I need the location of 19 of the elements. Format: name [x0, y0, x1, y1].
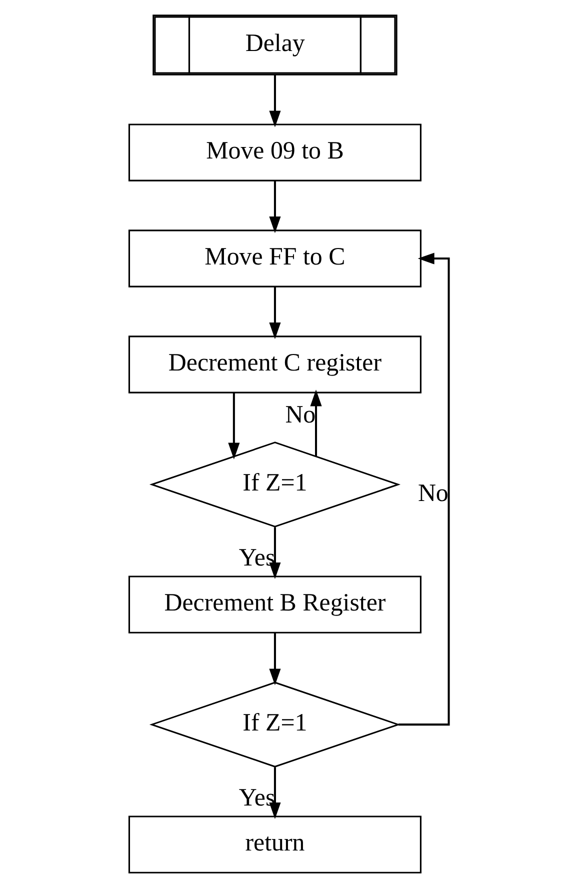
edge-label: Yes — [238, 784, 275, 812]
node-box: Move 09 to B — [128, 124, 421, 182]
edge-label: Yes — [238, 544, 275, 572]
node-box: Decrement C register — [128, 336, 421, 394]
node-box: Decrement B Register — [128, 576, 421, 634]
arrow — [268, 767, 280, 820]
node-box: Move FF to C — [128, 230, 421, 288]
arrow — [268, 180, 280, 234]
node-box: return — [128, 816, 421, 874]
node-diamond: If Z=1 — [148, 682, 400, 768]
edge-label: No — [417, 480, 448, 507]
edge-label: No — [284, 402, 316, 429]
arrow — [228, 392, 240, 460]
arrow — [268, 633, 280, 686]
arrow — [268, 286, 280, 340]
arrow — [398, 252, 450, 726]
arrow — [268, 74, 280, 128]
arrow — [268, 527, 280, 579]
arrow — [310, 390, 322, 456]
